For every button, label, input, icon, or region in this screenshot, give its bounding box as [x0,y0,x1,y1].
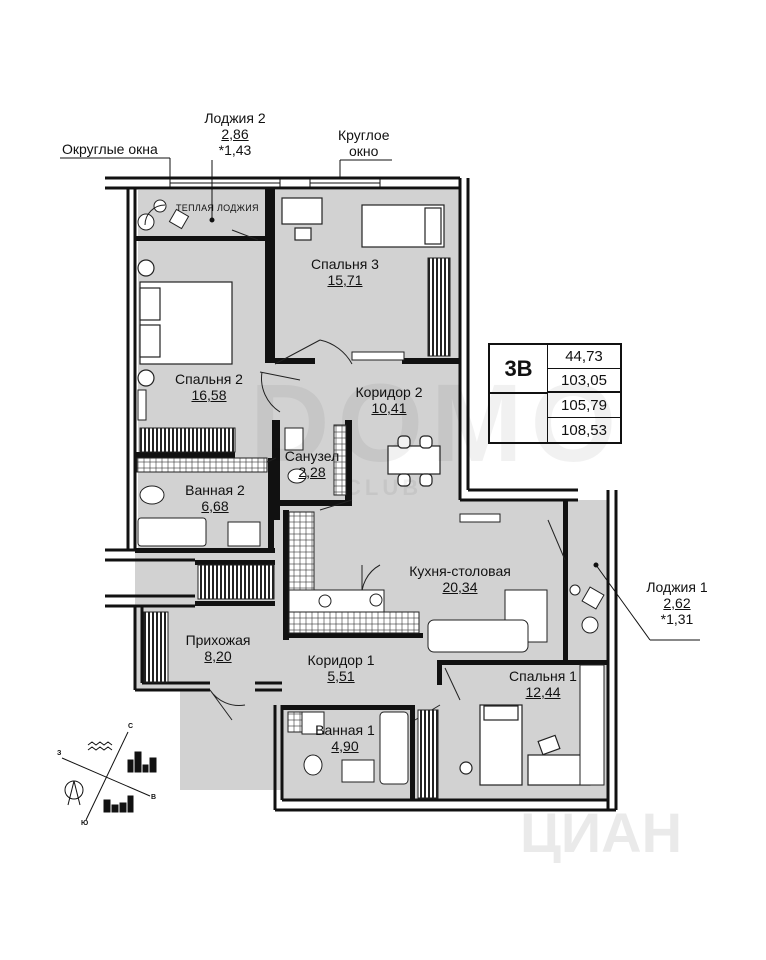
room-kitchen: Кухня-столовая 20,34 [390,563,530,595]
round-window-line2: окно [349,143,379,159]
room-area: 10,41 [371,400,407,416]
dining-table [387,435,441,487]
bed-bedroom-2 [137,259,233,387]
room-area: 15,71 [327,272,363,288]
compass-south: Ю [81,820,89,827]
room-name: Лоджия 2 [204,110,266,126]
room-name: Ванная 1 [315,722,375,738]
room-name: Прихожая [185,632,251,648]
room-area: 16,58 [191,387,227,403]
room-bath-1: Ванная 1 4,90 [300,722,390,754]
area-value-3: 105,79 [548,394,620,418]
bedroom-3-furniture [281,197,445,248]
brand-watermark: DOMO [250,362,625,485]
wardrobe-hall-left [143,611,169,683]
round-windows-callout: Округлые окна [62,141,158,157]
room-loggia-1: Лоджия 1 2,62 *1,31 [632,579,722,627]
round-window-line1: Круглое [338,127,390,143]
room-name: Кухня-столовая [409,563,511,579]
room-area: 2,86 [221,126,249,142]
room-area: 6,68 [201,498,229,514]
loggia-2-furniture [137,199,190,231]
wardrobe-bedroom-2 [139,427,236,453]
compass-east: В [151,794,157,801]
room-area: 2,28 [298,464,326,480]
room-bedroom-2: Спальня 2 16,58 [164,371,254,403]
warm-loggia-label: ТЕПЛАЯ ЛОДЖИЯ [176,203,259,213]
brand-sub-watermark: CLUB [345,475,423,500]
loggia-1-furniture [569,584,605,786]
room-corridor-2: Коридор 2 10,41 [344,384,434,416]
wardrobe-bedroom-1 [417,709,439,799]
interior-walls [135,188,607,800]
room-name: Лоджия 1 [646,579,708,595]
room-wc: Санузел 2,28 [274,448,350,480]
area-value-2: 103,05 [548,369,620,393]
area-table-empty-cell [490,394,548,442]
bath-1-fixtures [287,711,409,785]
room-area: 12,44 [525,684,561,700]
room-name: Санузел [284,448,340,464]
round-window-callout: Круглое окно [338,127,389,159]
area-value-1: 44,73 [548,345,620,369]
room-area: 4,90 [331,738,359,754]
room-area: 5,51 [327,668,355,684]
room-area: 20,34 [442,579,478,595]
site-watermark: ЦИАН [520,801,683,864]
room-name: Коридор 2 [355,384,423,400]
desk-bedroom-2 [137,389,147,421]
apartment-type: 3В [490,345,548,394]
wc-fixtures [284,424,347,496]
compass-west: З [57,750,62,757]
room-bedroom-1: Спальня 1 12,44 [498,668,588,700]
room-area: 8,20 [204,648,232,664]
room-name: Спальня 1 [509,668,577,684]
area-table: 3В 44,73 103,05 105,79 108,53 [488,343,622,444]
compass [61,731,157,821]
room-area: 2,62 [663,595,691,611]
kitchen-fixtures [288,511,548,653]
room-extra: *1,31 [660,611,694,627]
room-corridor-1: Коридор 1 5,51 [296,652,386,684]
wardrobe-hall-top [197,564,275,600]
tv-bedroom-3 [351,351,405,361]
room-name: Коридор 1 [307,652,375,668]
outer-walls [105,176,618,812]
room-bath-2: Ванная 2 6,68 [170,482,260,514]
room-name: Спальня 3 [311,256,379,272]
room-loggia-2: Лоджия 2 2,86 *1,43 [190,110,280,158]
room-extra: *1,43 [218,142,252,158]
room-name: Спальня 2 [175,371,243,387]
room-hall: Прихожая 8,20 [173,632,263,664]
bath-2-fixtures [136,457,268,547]
compass-north: С [128,723,134,730]
wardrobe-bedroom-3 [427,257,451,357]
area-value-4: 108,53 [561,421,607,439]
top-windows [169,178,381,188]
room-name: Ванная 2 [185,482,245,498]
room-bedroom-3: Спальня 3 15,71 [300,256,390,288]
callout-leaders [60,157,700,641]
